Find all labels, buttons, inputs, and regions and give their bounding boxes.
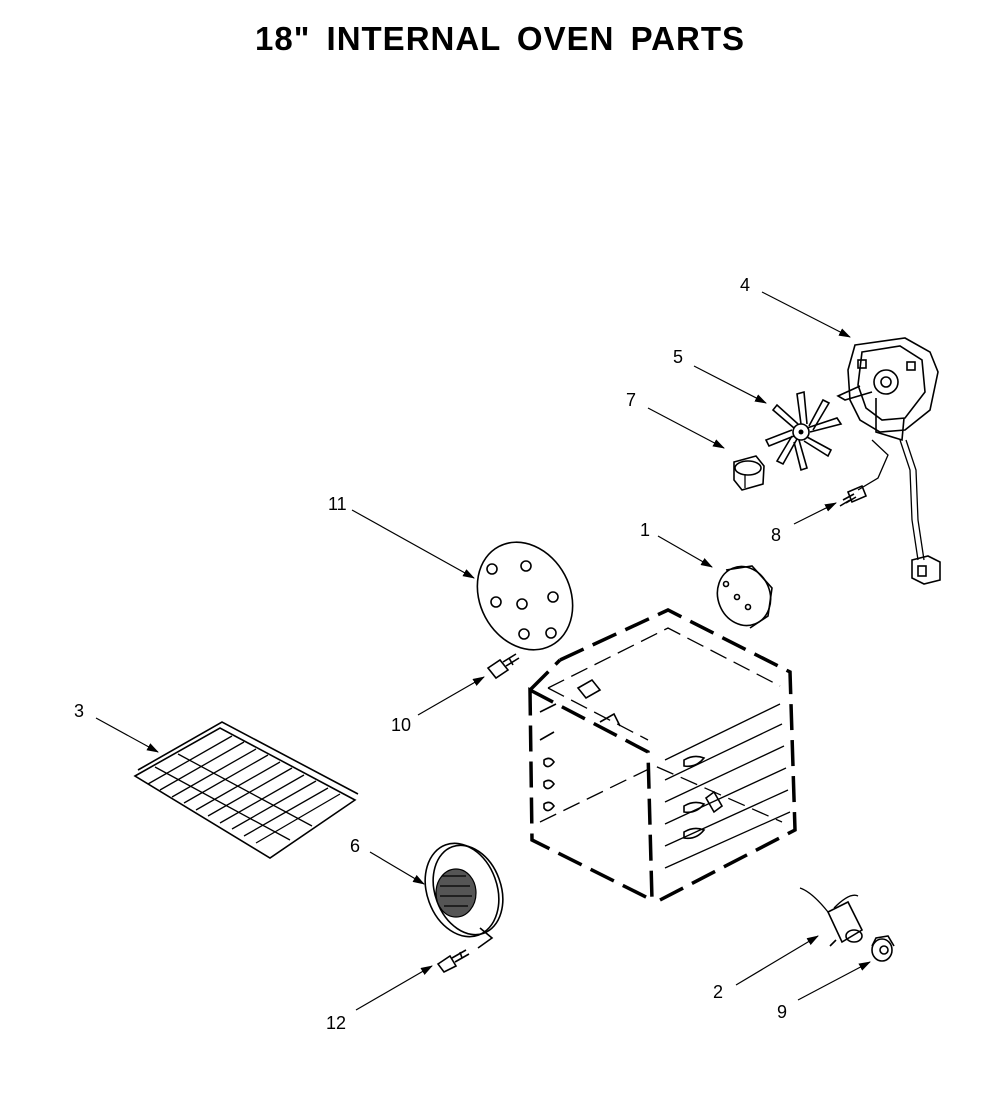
oven-rack-part[interactable] xyxy=(133,721,359,859)
light-socket-part[interactable] xyxy=(799,887,864,947)
callout-7: 7 xyxy=(626,390,636,410)
oven-cavity-liner[interactable] xyxy=(528,608,797,903)
callout-2: 2 xyxy=(713,982,723,1002)
callout-3: 3 xyxy=(74,701,84,721)
screw-part-10[interactable] xyxy=(486,653,520,680)
screw-part-12[interactable] xyxy=(436,949,470,974)
back-plate-part[interactable] xyxy=(459,525,591,666)
callout-8: 8 xyxy=(771,525,781,545)
screw-part-8[interactable] xyxy=(839,484,868,507)
fan-blade-part[interactable] xyxy=(764,390,843,472)
fan-motor-part[interactable] xyxy=(836,337,941,585)
callout-1: 1 xyxy=(640,520,650,540)
callout-9: 9 xyxy=(777,1002,787,1022)
callout-11: 11 xyxy=(328,494,347,514)
cover-disc-part[interactable] xyxy=(709,558,780,633)
callout-5: 5 xyxy=(673,347,683,367)
callout-12: 12 xyxy=(326,1013,346,1033)
callout-4: 4 xyxy=(740,275,750,295)
nut-part[interactable] xyxy=(733,455,765,491)
callout-numbers: 4 5 7 8 11 1 10 3 6 12 2 9 xyxy=(74,275,787,1033)
leader-lines xyxy=(95,291,871,1011)
callout-10: 10 xyxy=(391,715,411,735)
bulb-part[interactable] xyxy=(871,935,895,962)
diagram-title: 18" INTERNAL OVEN PARTS xyxy=(255,20,745,57)
callout-6: 6 xyxy=(350,836,360,856)
fan-cover-part[interactable] xyxy=(413,833,515,949)
